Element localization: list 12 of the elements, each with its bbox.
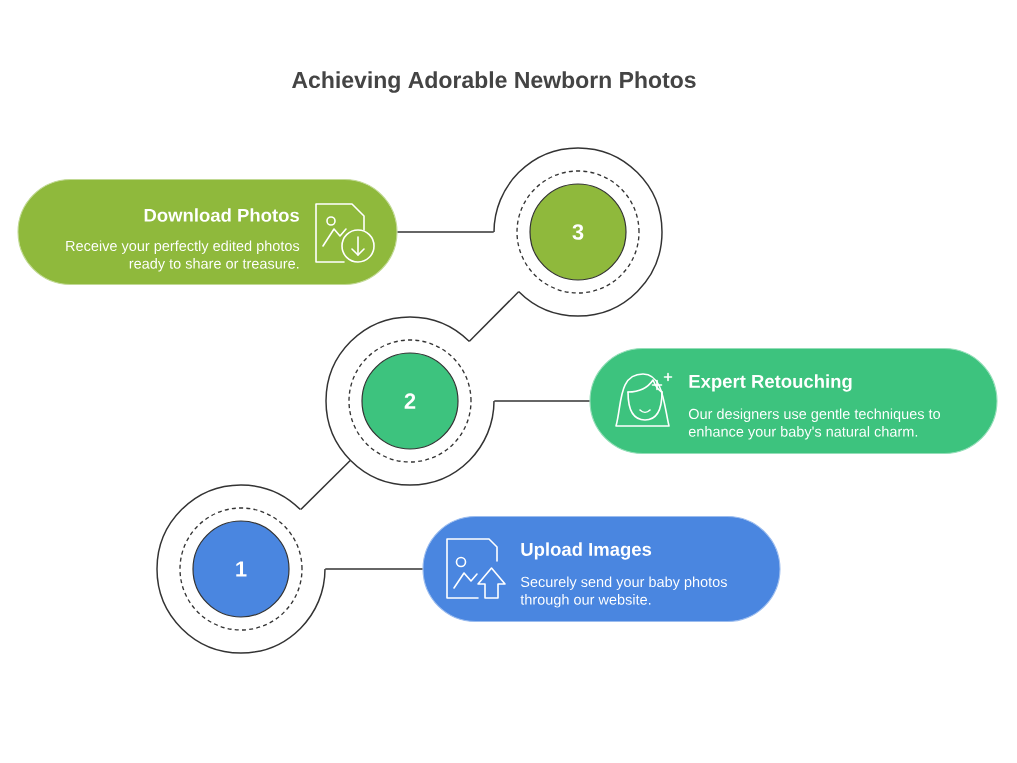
connector-line xyxy=(493,400,591,402)
connector-line xyxy=(396,231,495,233)
card-title: Expert Retouching xyxy=(689,374,852,392)
connector-line xyxy=(468,291,520,342)
connector-line xyxy=(324,568,424,570)
card-title: Download Photos xyxy=(144,208,299,222)
title: Achieving Adorable Newborn Photos xyxy=(292,71,696,93)
card-title: Upload Images xyxy=(521,542,652,560)
card-description: Securely send your baby photos through our website. xyxy=(520,576,727,608)
card-description: Our designers use gentle techniques to enhance your baby's natural charm. xyxy=(688,408,941,440)
card-description: Receive your perfectly edited photos ready to share or treasure. xyxy=(66,240,300,272)
connector-line xyxy=(300,459,351,511)
